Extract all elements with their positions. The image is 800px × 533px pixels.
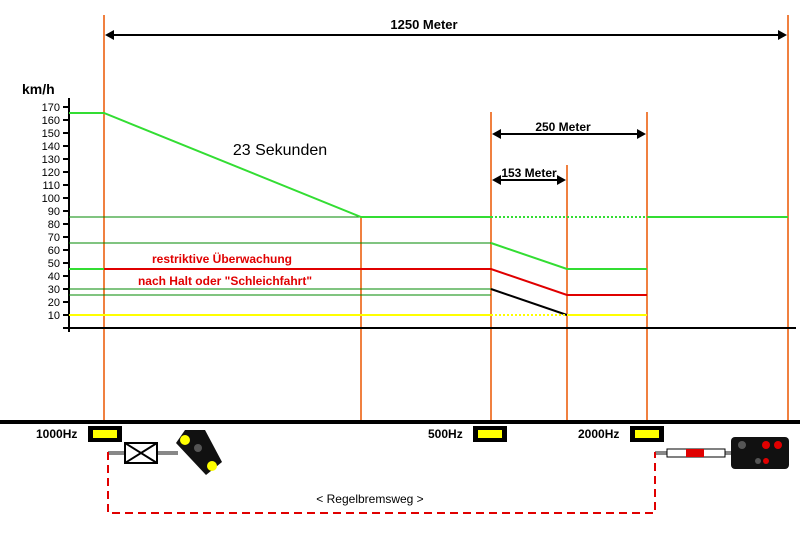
arrow-1250m-head-right [778, 30, 787, 40]
y-tick-label: 80 [48, 219, 60, 231]
distant-signal-light-bottom [207, 461, 217, 471]
y-tick-label: 130 [42, 154, 60, 166]
arrow-250m-head-left [492, 129, 501, 139]
y-tick-label: 40 [48, 271, 60, 283]
distant-signal [108, 430, 222, 475]
y-tick-label: 50 [48, 258, 60, 270]
distant-signal-light-top [180, 435, 190, 445]
y-tick-label: 60 [48, 245, 60, 257]
label-250m: 250 Meter [535, 120, 591, 134]
braking-distance-bracket [107, 452, 656, 514]
curve-red-restrictive [104, 268, 647, 296]
distant-signal-cross-b [124, 442, 158, 464]
main-signal-light-red-2 [774, 441, 782, 449]
y-tick-label: 10 [48, 310, 60, 322]
y-axis-unit: km/h [22, 81, 55, 97]
label-153m: 153 Meter [501, 166, 557, 180]
arrow-1250m-head-left [105, 30, 114, 40]
main-signal [655, 437, 789, 469]
main-signal-light-dark-2 [755, 458, 761, 464]
y-ticks: 1701601501401301201101009080706050403020… [42, 102, 69, 329]
main-signal-light-red-3 [763, 458, 769, 464]
arrow-250m-head-right [637, 129, 646, 139]
curve-green-500hz [490, 242, 647, 270]
distance-arrows [105, 30, 787, 185]
axes: km/h 17016015014013012011010090807060504… [22, 81, 796, 332]
label-braking-distance: < Regelbremsweg > [316, 492, 423, 506]
arrow-153m-head-left [492, 175, 501, 185]
label-23-seconds: 23 Sekunden [233, 142, 327, 159]
y-tick-label: 100 [42, 193, 60, 205]
track [0, 420, 800, 424]
label-restrictive-1: restriktive Überwachung [152, 251, 292, 266]
y-tick-label: 110 [42, 180, 60, 192]
y-tick-label: 150 [42, 128, 60, 140]
curve-black-500hz [490, 288, 568, 316]
y-tick-label: 90 [48, 206, 60, 218]
arrow-153m-head-right [557, 175, 566, 185]
y-tick-label: 170 [42, 102, 60, 114]
label-500hz: 500Hz [428, 427, 463, 441]
label-1000hz: 1000Hz [36, 427, 77, 441]
y-tick-label: 20 [48, 297, 60, 309]
braking-distance-line [107, 452, 656, 514]
curve-green-main [69, 112, 491, 218]
main-signal-light-red-1 [762, 441, 770, 449]
label-1250m: 1250 Meter [390, 17, 457, 32]
label-restrictive-2: nach Halt oder "Schleichfahrt" [138, 274, 312, 288]
y-tick-label: 30 [48, 284, 60, 296]
distant-signal-light-mid [194, 444, 202, 452]
magnet-1000hz-core [93, 430, 117, 438]
main-signal-light-dark [738, 441, 746, 449]
magnets [88, 426, 664, 442]
y-tick-label: 70 [48, 232, 60, 244]
label-2000hz: 2000Hz [578, 427, 619, 441]
magnet-2000hz-core [635, 430, 659, 438]
y-tick-label: 160 [42, 115, 60, 127]
reference-lines [69, 216, 491, 296]
speed-curves [69, 112, 788, 316]
y-tick-label: 120 [42, 167, 60, 179]
main-signal-barrier-red [686, 449, 704, 457]
magnet-500hz-core [478, 430, 502, 438]
y-tick-label: 140 [42, 141, 60, 153]
